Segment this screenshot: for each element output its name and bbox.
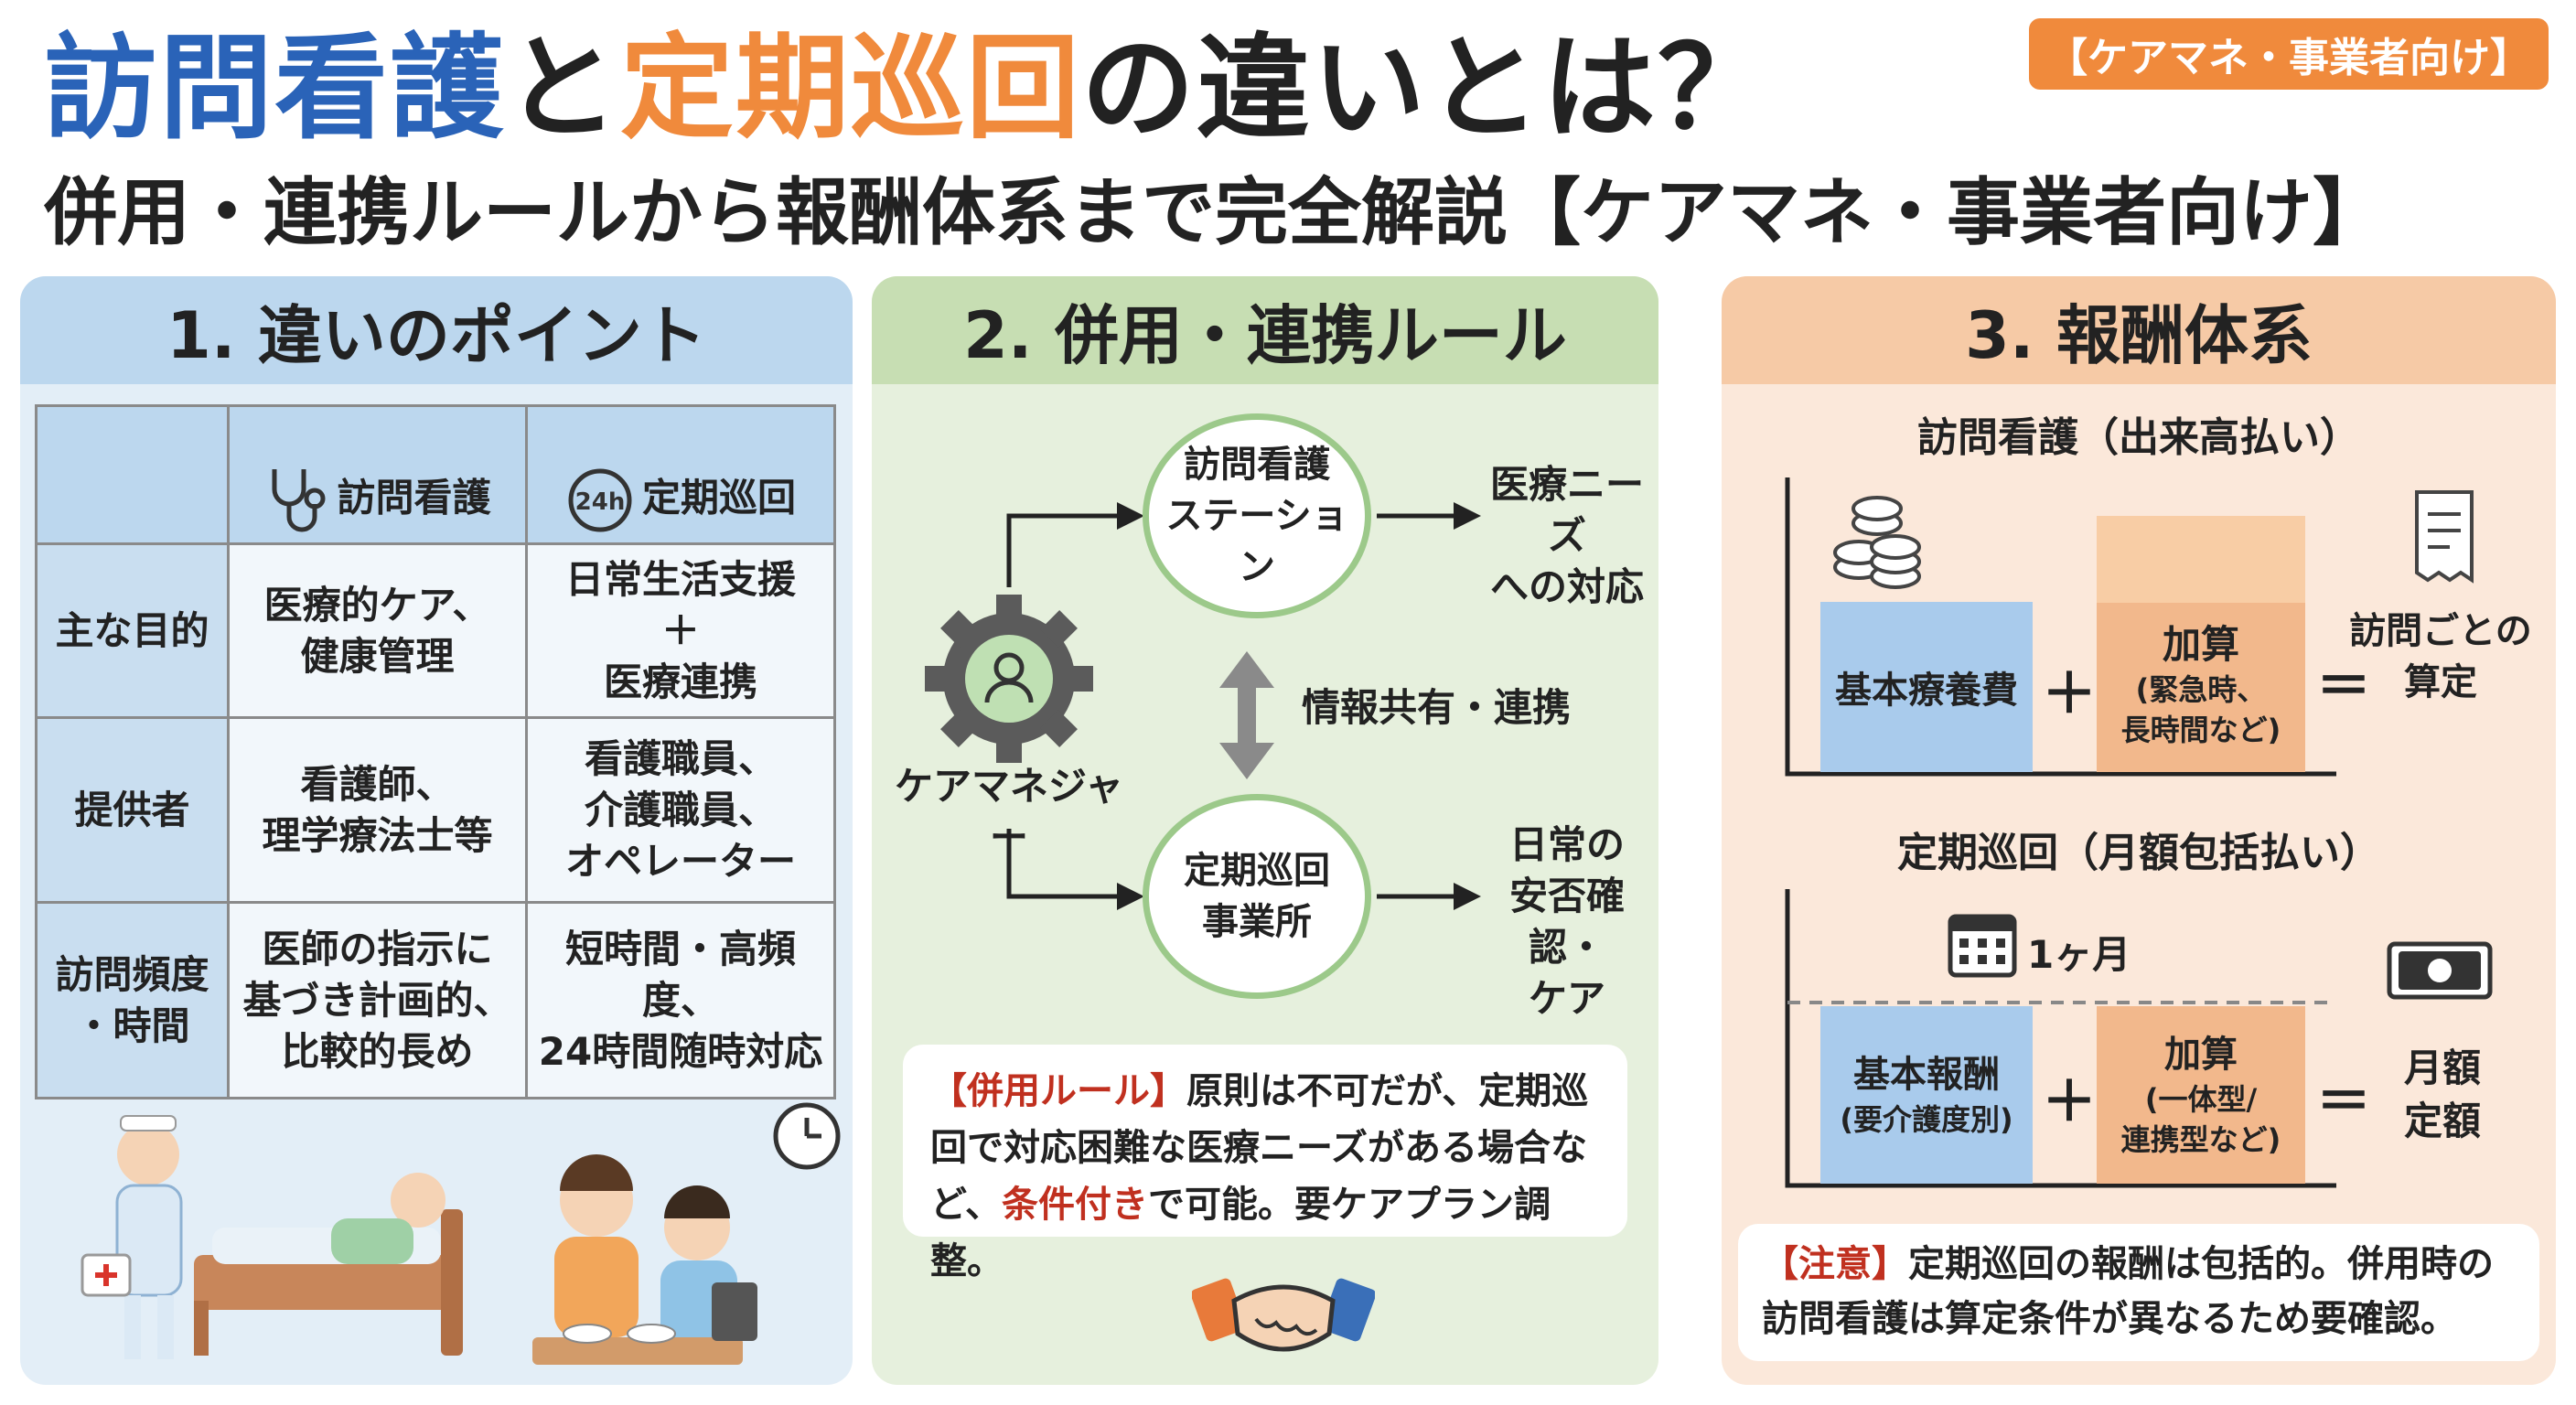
cell-provider-nursing: 看護師、 理学療法士等 [227, 716, 528, 904]
money-bill-icon [2387, 941, 2493, 1000]
patrol-addition-sub: (一体型/ 連携型など) [2120, 1082, 2281, 1157]
rule-text-1: 原則は不可だが、定期巡回で対応困難な医療ニーズがある場合など、 [930, 1070, 1589, 1226]
per-visit-result: 訪問ごとの 算定 [2349, 610, 2532, 703]
cell-frequency-nursing: 医師の指示に 基づき計画的、 比較的長め [227, 901, 528, 1099]
medical-needs-output: 医療ニーズ への対応 [1489, 462, 1644, 609]
panel-combination-rules: 2. 併用・連携ルール [872, 276, 1658, 1385]
double-arrow-info-share [1219, 651, 1274, 779]
basic-remuneration-title: 基本報酬 [1853, 1054, 2000, 1096]
panel-remuneration-title: 3. 報酬体系 [1722, 276, 2556, 384]
page-title: 訪問看護と定期巡回の違いとは？ [44, 20, 1773, 157]
table-row: 提供者 看護師、 理学療法士等 看護職員、 介護職員、 オペレーター [35, 716, 836, 904]
daily-care-output: 日常の 安否確認・ ケア [1508, 822, 1625, 1021]
calendar-icon [1948, 914, 2017, 978]
patient-icon [391, 1173, 445, 1228]
comparison-table: 訪問看護 24h 定期巡回 主な目的 医療的ケア、 健康管理 日常生活支援 ＋ … [35, 404, 836, 1099]
panel-rules-title: 2. 併用・連携ルール [872, 276, 1658, 384]
clock-24h-label: 24h [575, 488, 626, 516]
basic-remuneration-box: 基本報酬 (要介護度別) [1820, 1006, 2033, 1184]
one-month-label: 1ヶ月 [2027, 932, 2131, 977]
nursing-addition-title: 加算 [2162, 622, 2239, 667]
basic-remuneration-sub: (要介護度別) [1840, 1102, 2013, 1137]
patrol-fee-axes [1785, 889, 2493, 1188]
cell-provider-patrol: 看護職員、 介護職員、 オペレーター [525, 716, 836, 904]
info-share-label: 情報共有・連携 [1302, 685, 1572, 730]
table-row: 主な目的 医療的ケア、 健康管理 日常生活支援 ＋ 医療連携 [35, 542, 836, 719]
row-label-frequency: 訪問頻度 ・時間 [35, 901, 230, 1099]
col-periodic-patrol-label: 定期巡回 [641, 475, 796, 520]
basic-care-fee-box: 基本療養費 [1820, 602, 2033, 772]
arrow-manager-to-office [1006, 829, 1144, 910]
panel-differences: 1. 違いのポイント 訪問看護 24h 定期巡回 主な目的 医療的ケア、 健康管… [20, 276, 853, 1385]
audience-badge: 【ケアマネ・事業者向け】 [2029, 18, 2549, 90]
panel-differences-title: 1. 違いのポイント [20, 276, 853, 384]
patrol-addition-title: 加算 [2164, 1034, 2238, 1076]
stethoscope-icon [272, 469, 326, 532]
table-header-row: 訪問看護 24h 定期巡回 [35, 404, 836, 545]
rule-tag: 【併用ルール】 [930, 1070, 1186, 1112]
nursing-addition-box: 加算 (緊急時、 長時間など) [2097, 516, 2305, 772]
nurse-icon [117, 1123, 179, 1185]
receipt-icon [2415, 490, 2474, 584]
table-header-periodic-patrol: 24h 定期巡回 [525, 404, 836, 545]
plus-sign-2: ＋ [2042, 1070, 2097, 1134]
nursing-addition-sub: (緊急時、 長時間など) [2120, 672, 2281, 747]
title-periodic-patrol: 定期巡回 [620, 23, 1082, 155]
caregiver-meal-illustration [532, 1102, 841, 1365]
title-visiting-nursing: 訪問看護 [44, 23, 506, 155]
meal-tray-icon [532, 1337, 743, 1365]
handshake-icon [1192, 1278, 1375, 1352]
cell-purpose-patrol: 日常生活支援 ＋ 医療連携 [525, 542, 836, 719]
patrol-addition-box: 加算 (一体型/ 連携型など) [2097, 1006, 2305, 1184]
equals-sign-1: ＝ [2316, 655, 2371, 719]
title-to: と [505, 23, 621, 155]
equals-sign-2: ＝ [2316, 1070, 2371, 1134]
nursing-fee-axes [1785, 477, 2474, 777]
nursing-fee-title: 訪問看護（出来高払い） [1917, 414, 2360, 461]
table-header-visiting-nursing: 訪問看護 [227, 404, 528, 545]
periodic-patrol-office-node: 定期巡回 事業所 [1143, 794, 1371, 999]
col-visiting-nursing-label: 訪問看護 [337, 475, 491, 520]
patrol-fee-title: 定期巡回（月額包括払い） [1897, 830, 2380, 876]
note-text: 定期巡回の報酬は包括的。併用時の訪問看護は算定条件が異なるため要確認。 [1762, 1243, 2494, 1340]
row-label-provider: 提供者 [35, 716, 230, 904]
panel-remuneration: 3. 報酬体系 訪問看護（出来高払い） 基本療養費 ＋ 加算 (緊急時、 長時間… [1722, 276, 2556, 1385]
row-label-purpose: 主な目的 [35, 542, 230, 719]
care-manager-label: ケアマネジャー [895, 764, 1123, 860]
cell-frequency-patrol: 短時間・高頻度、 24時間随時対応 [525, 901, 836, 1099]
gear-person-icon [925, 595, 1093, 763]
page-subtitle: 併用・連携ルールから報酬体系まで完全解説【ケアマネ・事業者向け】 [44, 170, 2386, 255]
flow-connectors [925, 502, 1481, 910]
clock-24h-icon: 24h [568, 468, 632, 532]
caution-note-box: 【注意】定期巡回の報酬は包括的。併用時の訪問看護は算定条件が異なるため要確認。 [1738, 1224, 2539, 1361]
table-corner-cell [35, 404, 230, 545]
table-row: 訪問頻度 ・時間 医師の指示に 基づき計画的、 比較的長め 短時間・高頻度、 2… [35, 901, 836, 1099]
rule-text-2: で可能。要ケアプラン調整。 [930, 1184, 1551, 1282]
visiting-nursing-station-node: 訪問看護 ステーション [1143, 413, 1371, 618]
arrow-manager-to-station [1006, 502, 1144, 587]
title-difference: の違いとは？ [1081, 23, 1774, 155]
nurse-bedside-illustration [80, 1115, 463, 1359]
rule-conditional: 条件付き [1002, 1184, 1148, 1226]
monthly-fixed-result: 月額 定額 [2403, 1046, 2481, 1143]
tablet-icon [712, 1282, 757, 1341]
coins-icon [1833, 496, 1921, 589]
bed-icon [194, 1255, 459, 1310]
plus-sign-1: ＋ [2042, 662, 2097, 726]
note-tag: 【注意】 [1762, 1243, 1908, 1285]
combination-rule-box: 【併用ルール】原則は不可だが、定期巡回で対応困難な医療ニーズがある場合など、条件… [903, 1045, 1627, 1282]
cell-purpose-nursing: 医療的ケア、 健康管理 [227, 542, 528, 719]
